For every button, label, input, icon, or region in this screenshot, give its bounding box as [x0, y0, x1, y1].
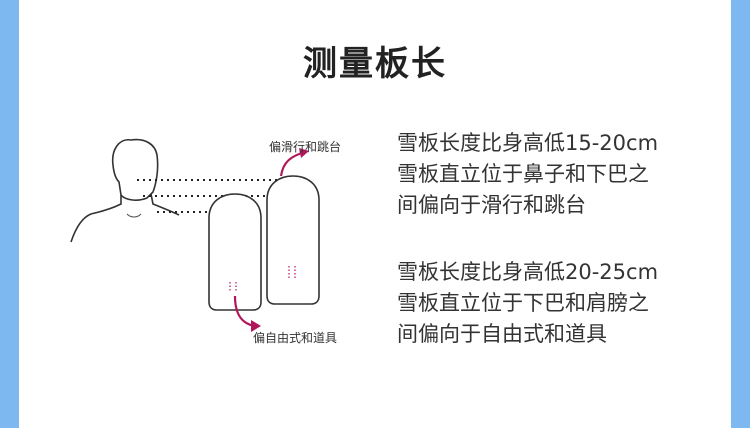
section-freeride: 雪板长度比身高低15-20cm 雪板直立位于鼻子和下巴之 间偏向于滑行和跳台: [397, 128, 717, 221]
snowboard-figure: [59, 120, 379, 360]
section-freestyle: 雪板长度比身高低20-25cm 雪板直立位于下巴和肩膀之 间偏向于自由式和道具: [397, 257, 717, 350]
page-title: 测量板长: [19, 36, 731, 85]
section-line: 间偏向于自由式和道具: [397, 319, 717, 350]
collar-line: [127, 214, 141, 217]
label-freestyle-park: 偏自由式和道具: [253, 329, 337, 346]
label-freeride-jump: 偏滑行和跳台: [269, 138, 341, 155]
section-line: 雪板长度比身高低20-25cm: [397, 257, 717, 288]
long-snowboard: [267, 176, 319, 304]
section-line: 雪板直立位于鼻子和下巴之: [397, 159, 717, 190]
section-line: 雪板直立位于下巴和肩膀之: [397, 288, 717, 319]
content-card: 测量板长 偏滑行: [19, 0, 731, 428]
left-shoulder: [71, 195, 121, 242]
section-line: 雪板长度比身高低15-20cm: [397, 128, 717, 159]
short-snowboard: [209, 194, 261, 310]
section-line: 间偏向于滑行和跳台: [397, 190, 717, 221]
measurement-illustration: 偏滑行和跳台 偏自由式和道具: [59, 120, 379, 360]
head-outline: [113, 140, 158, 201]
